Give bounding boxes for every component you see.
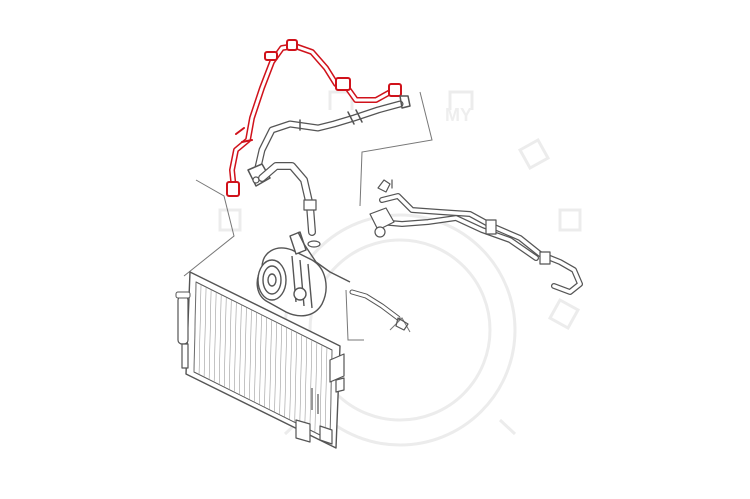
- condenser-fin: [274, 322, 277, 413]
- condenser-fin: [289, 329, 292, 420]
- condenser-fin: [279, 324, 282, 415]
- condenser-fin: [223, 297, 227, 388]
- condenser-fin: [309, 339, 313, 430]
- condenser-fin: [319, 344, 323, 435]
- condenser-fin: [264, 317, 267, 408]
- ac-condenser: [175, 271, 345, 449]
- condenser-fin: [254, 312, 257, 403]
- condenser-fin: [208, 289, 212, 380]
- condenser-fin: [299, 334, 303, 425]
- condenser-fin: [304, 337, 308, 428]
- condenser-fin: [234, 302, 237, 393]
- condenser-fin: [324, 347, 328, 438]
- watermark-logo: [209, 90, 582, 447]
- condenser-fin: [239, 304, 242, 395]
- compressor-outlet-hose: [349, 289, 409, 331]
- condenser-fin: [213, 292, 217, 383]
- condenser-fin: [198, 284, 202, 375]
- condenser-fin: [294, 332, 297, 423]
- condenser-fin: [284, 327, 287, 418]
- compressor-hose: [258, 162, 321, 248]
- condenser-fin: [249, 309, 252, 400]
- right-pipe-assembly: [369, 179, 583, 295]
- condenser-fin: [259, 314, 262, 405]
- watermark-text: MY: [445, 105, 472, 125]
- condenser-fin: [314, 342, 318, 433]
- condenser-fin: [193, 281, 197, 373]
- condenser-fins: [193, 281, 333, 441]
- condenser-fin: [218, 294, 222, 385]
- highlighted-hose: [226, 39, 402, 197]
- condenser-fin: [203, 287, 207, 378]
- ac-compressor: [256, 231, 351, 317]
- condenser-fin: [244, 307, 247, 398]
- condenser-fin: [229, 299, 232, 390]
- condenser-fin: [269, 319, 272, 410]
- callout-brackets: [183, 91, 433, 341]
